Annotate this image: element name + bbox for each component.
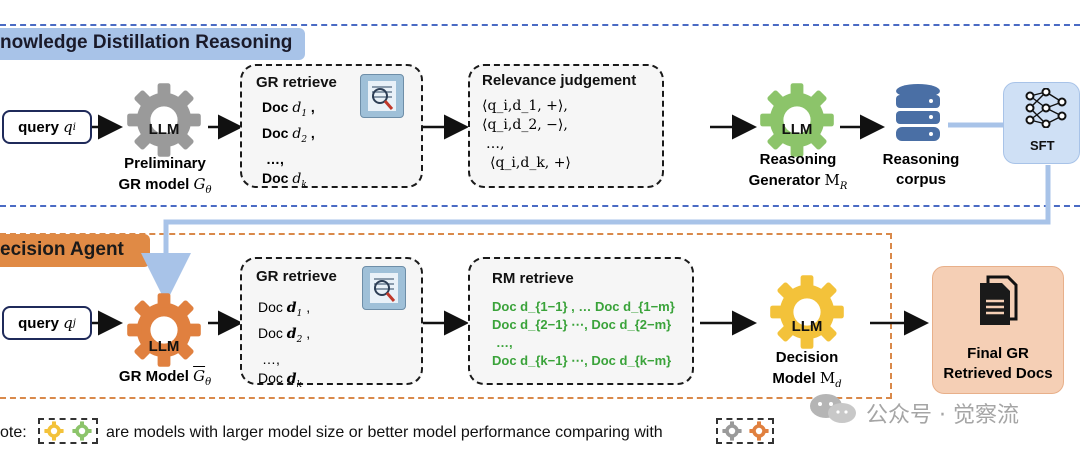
decision-sub: d bbox=[835, 379, 842, 390]
relevance-line-4: ⟨q_i,d_k, +⟩ bbox=[490, 155, 571, 171]
gr-retrieve-box-bottom bbox=[240, 257, 423, 385]
note-prefix: ote: bbox=[0, 424, 27, 441]
prelim-sub: θ bbox=[205, 185, 212, 196]
arrow-sft-to-gr-model bbox=[141, 165, 1051, 303]
gear-llm-label-top-1: LLM bbox=[148, 121, 180, 138]
reasoning-generator-sub: R bbox=[839, 181, 848, 192]
prelim-var: G bbox=[193, 175, 206, 193]
rm-doc-line-4: Doc d_{k−1} ⋯, Doc d_{k−m} bbox=[492, 353, 672, 368]
gr-doc-bottom-1: Doc d1 , bbox=[258, 299, 311, 319]
corpus-line1: Reasoning bbox=[882, 151, 960, 168]
note-gray-gear-icon bbox=[721, 421, 742, 441]
watermark-text: 公众号 · 觉察流 bbox=[866, 403, 1019, 428]
gear-icon-yellow bbox=[770, 275, 844, 349]
gr-retrieve-title-bottom: GR retrieve bbox=[256, 268, 337, 285]
gr-doc-bottom-3: …, bbox=[262, 350, 280, 367]
prelim-label: Preliminary GR model Gθ bbox=[100, 154, 230, 201]
gr-doc-bottom-2: Doc d2 , bbox=[258, 324, 311, 345]
gear-icon-orange bbox=[127, 293, 201, 367]
note-yellow-gear-icon bbox=[44, 421, 64, 441]
bottom-section-banner bbox=[0, 234, 150, 267]
query-sub-bottom: j bbox=[72, 317, 76, 329]
note-gear-sample-large bbox=[38, 418, 98, 444]
gr-doc-top-1: Doc d1 , bbox=[262, 99, 315, 119]
prelim-label-line2: GR model bbox=[118, 176, 190, 193]
query-label: query bbox=[18, 118, 59, 136]
gear-llm-label-bottom-1: LLM bbox=[148, 338, 180, 355]
decision-line2: Model bbox=[772, 370, 816, 387]
gr-doc-top-4: Doc dk bbox=[262, 169, 307, 190]
rm-doc-line-3: …, bbox=[496, 335, 513, 350]
relevance-box bbox=[468, 64, 664, 188]
note-green-gear-icon bbox=[72, 421, 92, 441]
gr-model-label: GR Model Gθ bbox=[100, 366, 230, 393]
document-stack-icon bbox=[980, 275, 1018, 325]
rm-doc-line-2: Doc d_{2−1} ⋯, Doc d_{2−m} bbox=[492, 317, 672, 332]
gr-doc-top-3: …, bbox=[266, 150, 284, 167]
rm-retrieve-box bbox=[468, 257, 694, 385]
database-icon bbox=[896, 84, 940, 141]
bottom-section-border bbox=[0, 233, 892, 399]
relevance-line-3: …, bbox=[486, 136, 505, 152]
gr-model-label-text: GR Model bbox=[118, 368, 189, 385]
gr-doc-bottom-4: Doc dk bbox=[258, 369, 303, 390]
gear-llm-label-top-2: LLM bbox=[781, 121, 813, 138]
rm-retrieve-title: RM retrieve bbox=[492, 270, 574, 287]
top-section-bottom-border bbox=[0, 205, 1080, 207]
query-var: q bbox=[63, 118, 73, 136]
final-docs-label: Final GR Retrieved Docs bbox=[932, 344, 1064, 384]
corpus-line2: corpus bbox=[895, 171, 946, 188]
decision-line1: Decision bbox=[775, 349, 839, 366]
gr-doc-list-bottom: Doc d1 , Doc d2 , …, Doc dk bbox=[258, 298, 310, 394]
reasoning-corpus-label: Reasoning corpus bbox=[868, 150, 974, 190]
rm-doc-line-1: Doc d_{1−1} , … Doc d_{1−m} bbox=[492, 299, 675, 314]
final-docs-line2: Retrieved Docs bbox=[943, 365, 1053, 382]
relevance-title: Relevance judgement bbox=[482, 72, 637, 89]
sft-label: SFT bbox=[1030, 138, 1055, 153]
query-var-bottom: q bbox=[63, 314, 73, 332]
query-sub: i bbox=[72, 121, 76, 133]
wechat-icon bbox=[810, 394, 856, 423]
gr-model-var: G bbox=[193, 367, 206, 385]
reasoning-generator-line1: Reasoning bbox=[759, 151, 837, 168]
final-docs-line1: Final GR bbox=[967, 345, 1029, 362]
neural-network-icon bbox=[1025, 88, 1067, 128]
bottom-section-title: ecision Agent bbox=[0, 239, 124, 260]
gr-retrieve-title-top: GR retrieve bbox=[256, 74, 337, 91]
note-gear-sample-small bbox=[716, 418, 774, 444]
top-section-title: nowledge Distillation Reasoning bbox=[0, 32, 293, 53]
top-section-banner bbox=[0, 28, 305, 60]
gr-model-sub: θ bbox=[205, 377, 212, 388]
reasoning-generator-label: Reasoning Generator MR bbox=[738, 150, 858, 197]
note-orange-gear-icon bbox=[748, 421, 769, 441]
relevance-line-1: ⟨q_i,d_1, +⟩, bbox=[482, 98, 568, 114]
gear-icon-green bbox=[760, 83, 834, 157]
reasoning-generator-var: M bbox=[824, 171, 840, 189]
reasoning-generator-line2: Generator bbox=[748, 172, 821, 189]
query-label-bottom: query bbox=[18, 314, 59, 332]
search-document-icon-bottom bbox=[362, 266, 406, 310]
top-section-border bbox=[0, 24, 1080, 26]
gr-doc-top-2: Doc d2 , bbox=[262, 124, 315, 145]
rm-doc-list: Doc d_{1−1} , … Doc d_{1−m} Doc d_{2−1} … bbox=[492, 298, 675, 370]
gear-icon-gray bbox=[127, 83, 201, 157]
prelim-label-line1: Preliminary bbox=[124, 155, 206, 172]
search-document-icon-top bbox=[360, 74, 404, 118]
decision-model-label: Decision Model Md bbox=[752, 348, 862, 395]
note-text: are models with larger model size or bet… bbox=[106, 424, 663, 441]
decision-var: M bbox=[819, 369, 836, 387]
gr-doc-list-top: Doc d1 , Doc d2 , …, Doc dk bbox=[262, 98, 315, 194]
relevance-list: ⟨q_i,d_1, +⟩, ⟨q_i,d_2, −⟩, …, ⟨q_i,d_k,… bbox=[482, 97, 571, 173]
relevance-line-2: ⟨q_i,d_2, −⟩, bbox=[482, 117, 568, 133]
gear-llm-label-bottom-2: LLM bbox=[791, 318, 823, 335]
